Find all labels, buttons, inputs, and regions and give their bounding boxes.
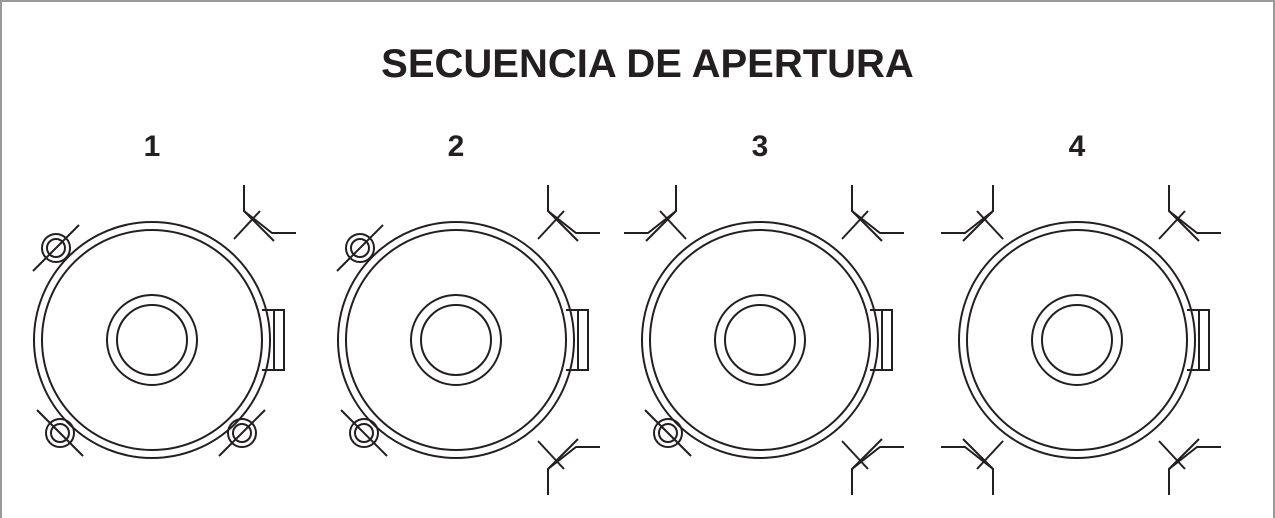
- hub-inner-ring: [1041, 304, 1113, 376]
- hinge-tab: [262, 309, 285, 371]
- step-label-1: 1: [143, 130, 161, 163]
- step-label-4: 4: [1068, 130, 1086, 163]
- housing-inner-ring: [649, 229, 871, 451]
- step-1-assembly: [32, 185, 296, 459]
- clamp-bottom-right: [841, 438, 904, 495]
- screw-bottom-right: [218, 409, 266, 457]
- step-3-assembly: [624, 185, 904, 495]
- housing-outer-ring: [337, 221, 575, 459]
- clamp-top-right: [1158, 185, 1221, 242]
- clamp-top-right: [233, 185, 296, 242]
- step-label-3: 3: [751, 130, 769, 163]
- hinge-tab: [870, 309, 893, 371]
- housing-inner-ring: [345, 229, 567, 451]
- housing-outer-ring: [958, 221, 1196, 459]
- housing-inner-ring: [41, 229, 263, 451]
- clamp-top-left: [941, 185, 1004, 242]
- screw-bottom-left: [36, 409, 84, 457]
- hub-inner-ring: [116, 304, 188, 376]
- hub-inner-ring: [420, 304, 492, 376]
- clamp-top-right: [841, 185, 904, 242]
- hub-outer-ring: [714, 294, 806, 386]
- hinge-tab: [1187, 309, 1210, 371]
- housing-inner-ring: [966, 229, 1188, 451]
- clamp-top-right: [537, 185, 600, 242]
- clamp-top-left: [624, 185, 687, 242]
- hub-outer-ring: [106, 294, 198, 386]
- housing-outer-ring: [641, 221, 879, 459]
- step-2-assembly: [336, 185, 600, 495]
- step-label-2: 2: [447, 130, 465, 163]
- screw-bottom-left: [340, 409, 388, 457]
- screw-top-left: [32, 224, 80, 272]
- clamp-bottom-right: [1158, 438, 1221, 495]
- hub-outer-ring: [410, 294, 502, 386]
- diagram-title: SECUENCIA DE APERTURA: [381, 42, 914, 86]
- screw-top-left: [336, 224, 384, 272]
- hub-inner-ring: [724, 304, 796, 376]
- clamp-bottom-right: [537, 438, 600, 495]
- clamp-bottom-left: [941, 438, 1004, 495]
- screw-bottom-left: [644, 409, 692, 457]
- step-4-assembly: [941, 185, 1221, 495]
- housing-outer-ring: [33, 221, 271, 459]
- hub-outer-ring: [1031, 294, 1123, 386]
- hinge-tab: [566, 309, 589, 371]
